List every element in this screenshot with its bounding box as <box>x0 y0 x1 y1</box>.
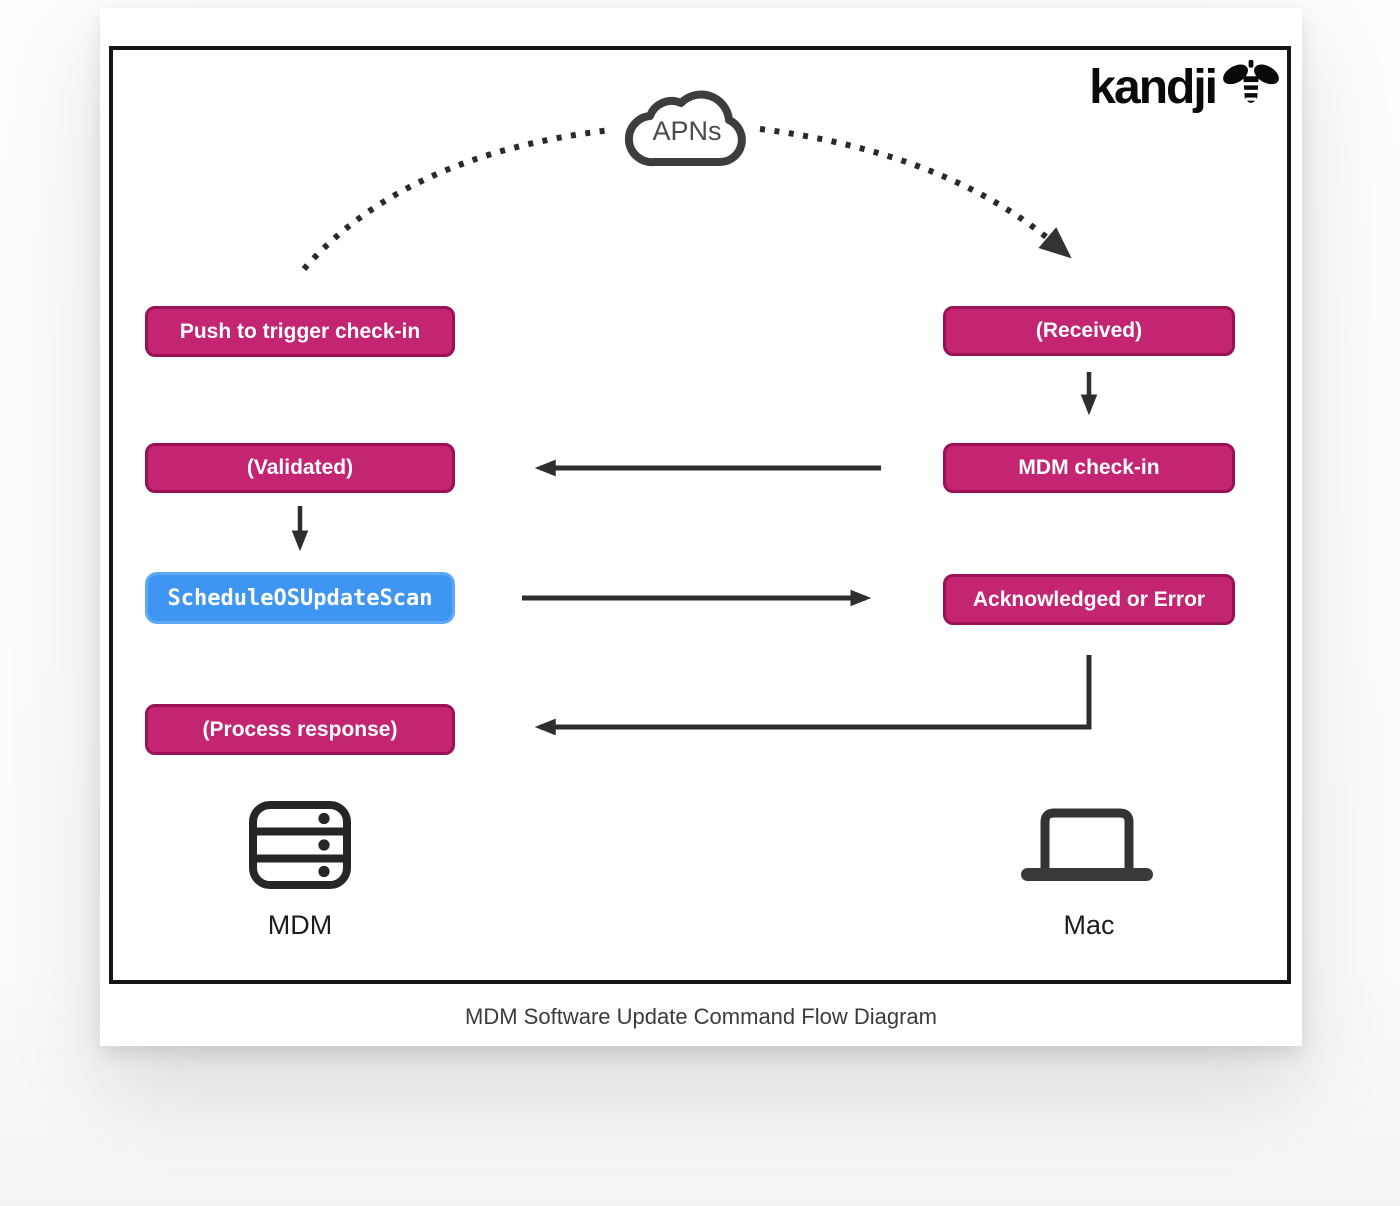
node-acknowledged-or-error: Acknowledged or Error <box>943 574 1235 625</box>
node-push-to-trigger-checkin: Push to trigger check-in <box>145 306 455 357</box>
node-label: (Validated) <box>246 456 354 479</box>
diagram-caption: MDM Software Update Command Flow Diagram <box>465 1004 937 1029</box>
node-validated: (Validated) <box>145 443 455 493</box>
node-label: Acknowledged or Error <box>972 587 1206 611</box>
kandji-logo: kandji <box>1080 58 1280 118</box>
cloud-icon <box>624 90 746 167</box>
node-label: Push to trigger check-in <box>179 319 421 343</box>
mac-entity-label: Mac <box>1063 910 1115 940</box>
node-label: (Received) <box>1035 319 1143 342</box>
mdm-entity-label: MDM <box>267 910 333 940</box>
kandji-wordmark: kandji <box>1089 61 1218 114</box>
bee-icon <box>1223 59 1279 103</box>
diagram-frame <box>109 46 1291 984</box>
laptop-icon <box>1012 802 1162 886</box>
node-label: MDM check-in <box>1018 456 1160 479</box>
apns-cloud: APNs <box>612 72 762 178</box>
node-received: (Received) <box>943 306 1235 356</box>
node-label: (Process response) <box>202 717 398 741</box>
node-process-response: (Process response) <box>145 704 455 755</box>
node-label: ScheduleOSUpdateScan <box>167 585 433 611</box>
apns-label: APNs <box>652 116 721 146</box>
node-mdm-checkin: MDM check-in <box>943 443 1235 493</box>
node-schedule-os-update-scan: ScheduleOSUpdateScan <box>145 572 455 624</box>
server-icon <box>248 800 352 890</box>
